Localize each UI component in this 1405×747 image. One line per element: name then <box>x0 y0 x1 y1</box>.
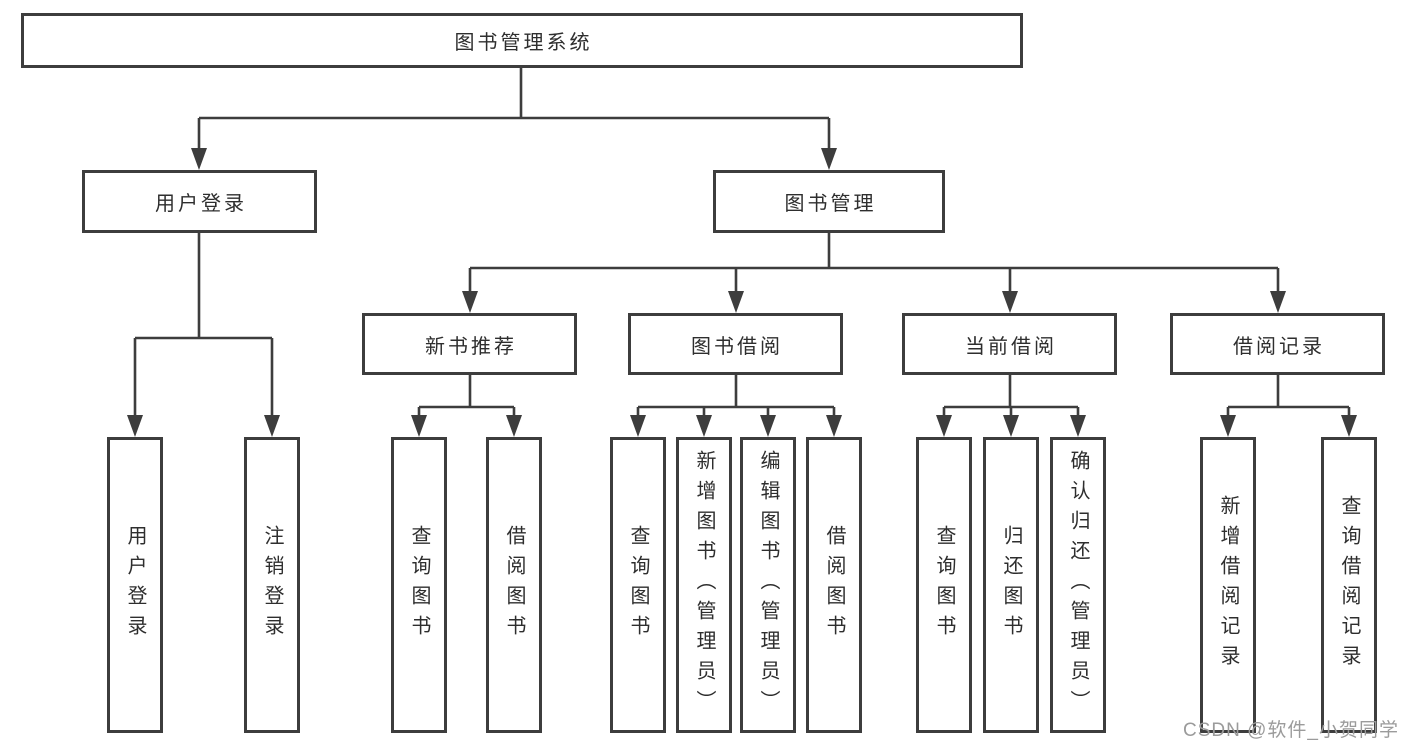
node-book-management: 图书管理 <box>713 170 945 233</box>
node-label: 图书管理系统 <box>454 32 593 54</box>
leaf-edit-book-admin: 编辑图书（管理员） <box>740 437 796 733</box>
node-label: 用户登录 <box>155 193 247 215</box>
node-library-management-system: 图书管理系统 <box>21 13 1023 68</box>
node-current-borrowing: 当前借阅 <box>902 313 1117 375</box>
node-borrowing-records: 借阅记录 <box>1170 313 1385 375</box>
arrowheads <box>127 148 1357 437</box>
leaf-label: 注销登录 <box>261 525 283 645</box>
leaf-user-login: 用户登录 <box>107 437 163 733</box>
node-label: 图书借阅 <box>691 335 783 358</box>
leaf-label: 归还图书 <box>1000 525 1022 645</box>
leaf-query-books-borrowing: 查询图书 <box>610 437 666 733</box>
node-label: 借阅记录 <box>1233 335 1325 358</box>
leaf-label: 查询借阅记录 <box>1338 495 1360 675</box>
leaf-label: 新增借阅记录 <box>1217 495 1239 675</box>
leaf-borrow-books: 借阅图书 <box>806 437 862 733</box>
leaf-add-book-admin: 新增图书（管理员） <box>676 437 732 733</box>
csdn-watermark: CSDN @软件_小贺同学 <box>1183 720 1399 741</box>
leaf-borrow-books-recommend: 借阅图书 <box>486 437 542 733</box>
node-book-borrowing: 图书借阅 <box>628 313 843 375</box>
leaf-query-books-recommend: 查询图书 <box>391 437 447 733</box>
node-label: 当前借阅 <box>965 335 1057 358</box>
leaf-label: 编辑图书（管理员） <box>757 450 779 720</box>
node-new-book-recommendation: 新书推荐 <box>362 313 577 375</box>
leaf-add-borrow-record: 新增借阅记录 <box>1200 437 1256 733</box>
leaf-label: 借阅图书 <box>503 525 525 645</box>
node-label: 新书推荐 <box>425 335 517 358</box>
leaf-label: 查询图书 <box>627 525 649 645</box>
leaf-confirm-return-admin: 确认归还（管理员） <box>1050 437 1106 733</box>
leaf-query-books-current: 查询图书 <box>916 437 972 733</box>
node-label: 图书管理 <box>784 193 877 215</box>
leaf-label: 查询图书 <box>408 525 430 645</box>
leaf-return-books: 归还图书 <box>983 437 1039 733</box>
leaf-query-borrow-record: 查询借阅记录 <box>1321 437 1377 733</box>
leaf-logout: 注销登录 <box>244 437 300 733</box>
leaf-label: 确认归还（管理员） <box>1067 450 1089 720</box>
leaf-label: 查询图书 <box>933 525 955 645</box>
leaf-label: 新增图书（管理员） <box>693 450 715 720</box>
leaf-label: 用户登录 <box>124 525 146 645</box>
leaf-label: 借阅图书 <box>823 525 845 645</box>
node-user-login: 用户登录 <box>82 170 317 233</box>
